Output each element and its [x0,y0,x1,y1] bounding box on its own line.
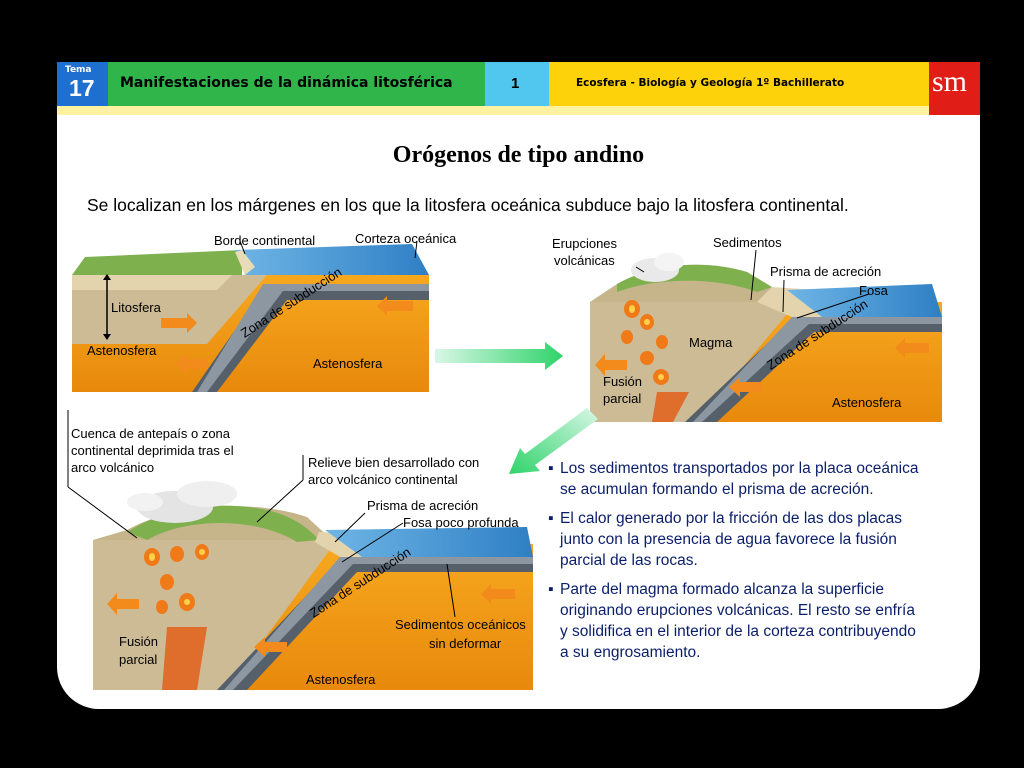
d2-magma-blobs [621,300,669,385]
bullet-line: parcial de las rocas. [560,552,698,569]
section-title-box: Manifestaciones de la dinámica litosféri… [108,62,485,106]
d3-label-sedimentos-1: Sedimentos oceánicos [395,617,526,632]
page-title: Orógenos de tipo andino [392,142,645,168]
bullet-item: ▪ Los sedimentos transportados por la pl… [548,458,968,500]
logo-text: sm [932,65,968,98]
d3-ocean [325,527,533,557]
d2-label-erupciones-2: volcánicas [554,253,615,268]
diagram-2 [590,249,942,422]
d3-label-astenosfera: Astenosfera [306,672,376,687]
bullet-line: Los sedimentos transportados por la plac… [560,460,919,477]
diagrams-svg [67,240,942,690]
page-number: 1 [511,75,520,92]
d1-continental-lithosphere [72,275,267,344]
book-title: Ecosfera - Biología y Geología 1º Bachil… [576,77,845,89]
d2-label-fosa: Fosa [859,283,888,298]
arrow-down-left [509,408,598,474]
page-number-box: 1 [485,62,549,106]
d3-label-fusion-1: Fusión [119,634,159,649]
d3-label-cuenca-2: continental deprimida tras el [71,443,234,458]
d3-label-relieve-1: Relieve bien desarrollado con [308,455,480,470]
d3-label-prisma: Prisma de acreción [367,498,479,513]
tema-badge: Tema 17 [57,62,108,106]
bullet-marker: ▪ [548,581,554,598]
bullet-item: ▪ El calor generado por la fricción de l… [548,508,968,571]
bullet-item: ▪ Parte del magma formado alcanza la sup… [548,579,968,663]
bullet-marker: ▪ [548,460,554,477]
diagram-3 [67,410,533,690]
bullet-marker: ▪ [548,510,554,527]
bullet-line: a su engrosamiento. [560,644,701,661]
sm-logo: sm [929,62,980,115]
d3-label-sedimentos-2: sin deformar [429,636,502,651]
slide: Tema 17 Manifestaciones de la dinámica l… [57,62,980,709]
d1-ocean [235,244,429,275]
bullet-list: ▪ Los sedimentos transportados por la pl… [548,458,968,671]
d1-label-litosfera: Litosfera [111,300,161,315]
d3-partial-melt [162,627,207,690]
bullet-line: El calor generado por la fricción de las… [560,510,903,527]
d1-land-surface [72,250,242,275]
bullet-line: y solidifica en el interior de la cortez… [560,623,916,640]
tema-label: Tema [65,65,92,75]
d3-label-cuenca-1: Cuenca de antepaís o zona [71,426,231,441]
d3-label-fosa: Fosa poco profunda [403,515,519,530]
d2-label-magma: Magma [689,335,733,350]
bullet-line: se acumulan formando el prisma de acreci… [560,481,874,498]
diagram-1 [72,240,429,392]
d3-label-fusion-2: parcial [119,652,158,667]
d1-label-corteza-oceanica: Corteza oceánica [355,231,457,246]
page-subtitle: Se localizan en los márgenes en los que … [87,195,849,215]
bullet-line: junto con la presencia de agua favorece … [560,531,897,548]
d3-label-relieve-2: arco volcánico continental [308,472,458,487]
d2-partial-melt [652,392,689,422]
d2-label-erupciones-1: Erupciones [552,236,618,251]
d2-label-sedimentos: Sedimentos [713,235,782,250]
d1-label-astenosfera-left: Astenosfera [87,343,157,358]
bullet-line: Parte del magma formado alcanza la super… [560,581,884,598]
arrow-right [435,342,563,370]
book-title-box: Ecosfera - Biología y Geología 1º Bachil… [549,62,929,106]
d2-label-astenosfera: Astenosfera [832,395,902,410]
d3-continental-crust [93,540,337,690]
bullet-line: originando erupciones volcánicas. El res… [560,602,915,619]
header-bar: Tema 17 Manifestaciones de la dinámica l… [57,62,980,115]
d3-oceanic-slab [217,557,533,690]
d2-label-fusion-2: parcial [603,391,642,406]
d1-label-astenosfera-right: Astenosfera [313,356,383,371]
tema-number: 17 [69,75,95,101]
d2-label-prisma: Prisma de acreción [770,264,882,279]
section-title: Manifestaciones de la dinámica litosféri… [120,75,453,91]
d2-continental-crust [590,302,797,422]
d1-label-borde-continental: Borde continental [214,233,316,248]
d3-label-cuenca-3: arco volcánico [71,460,155,475]
d2-label-fusion-1: Fusión [603,374,643,389]
header-underline [57,106,929,115]
